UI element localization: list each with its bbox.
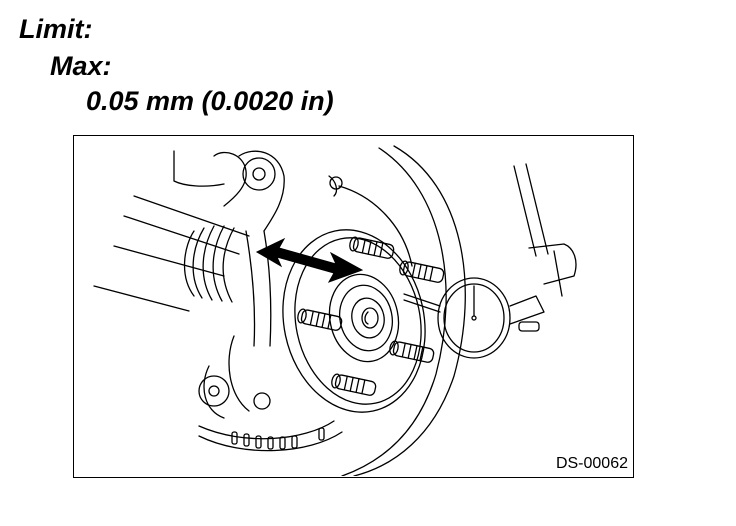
backing-plate-slots (231, 427, 325, 450)
hub-dial-gauge-drawing (93, 145, 577, 476)
dial-gauge (403, 163, 577, 359)
wheel-studs (297, 236, 445, 396)
drive-shaft (93, 195, 250, 312)
max-label: Max: (50, 51, 112, 81)
hub-runout-illustration: DS-00062 (73, 135, 634, 478)
axial-play-arrow (255, 237, 364, 283)
disc-rotor (338, 145, 466, 476)
limit-label: Limit: (19, 14, 93, 44)
figure-code-label: DS-00062 (555, 455, 628, 472)
steering-knuckle (173, 150, 343, 452)
limit-value: 0.05 mm (0.0020 in) (86, 86, 334, 116)
